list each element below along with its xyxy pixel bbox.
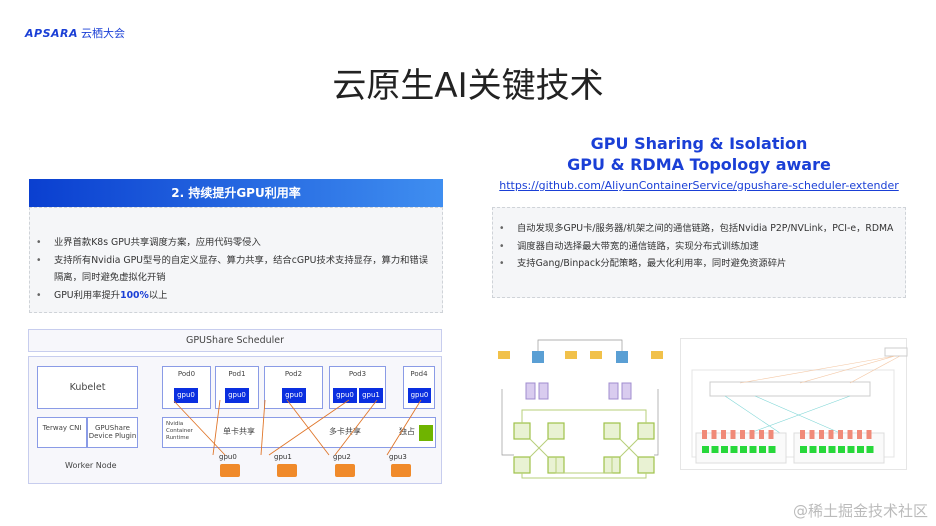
pod-label: Pod0 [177,370,196,378]
nic-mark [711,430,717,439]
gpu-card-icon [335,464,355,477]
gpu-mark [749,446,757,453]
right-title-line2: GPU & RDMA Topology aware [567,155,831,174]
kubelet-box: Kubelet [37,366,138,409]
gpu-label: gpu1 [274,453,292,461]
right-title-line1: GPU Sharing & Isolation [590,134,808,153]
gpu-card-icon [220,464,240,477]
pod-box: Pod0 gpu0 [162,366,211,409]
pod-box: Pod1 gpu0 [215,366,259,409]
pod-label: Pod4 [410,370,428,378]
pod-gpu: gpu0 [333,388,357,403]
nvlink-topology-image [498,339,663,479]
left-bullet-list: 业界首款K8s GPU共享调度方案，应用代码零侵入 支持所有Nvidia GPU… [30,234,430,304]
pod-gpu: gpu0 [174,388,198,403]
pod-gpu: gpu1 [359,388,383,403]
nic-mark [800,430,805,439]
gpu-mark [809,446,817,453]
nic-mark [809,430,815,439]
single-share-label: 单卡共享 [223,427,255,436]
pod-gpu: gpu0 [225,388,249,403]
rdma-topology-image [680,338,908,470]
gpu-mark [838,446,845,453]
multi-share-label: 多卡共享 [329,427,361,436]
gpu-mark [819,446,826,453]
gpu-mark [768,446,776,453]
nic-mark [759,430,764,439]
nic-mark [740,430,745,439]
logo-brand: APSARA [25,27,78,40]
nic-mark [857,430,862,439]
nic-mark [828,430,834,439]
nic-mark [838,430,843,439]
pod-box: Pod4 gpu0 [403,366,435,409]
gpu-card-icon [277,464,297,477]
diagram-overlay [173,399,422,477]
right-bullets-box: 自动发现多GPU卡/服务器/机架之间的通信链路，包括Nvidia P2P/NVL… [492,207,906,298]
pod-label: Pod3 [348,370,367,378]
list-item: GPU利用率提升100%以上 [30,287,430,305]
left-bullets-box: 业界首款K8s GPU共享调度方案，应用代码零侵入 支持所有Nvidia GPU… [29,207,443,313]
gpu-mark [702,446,709,453]
gpushare-scheduler: GPUShare Scheduler [28,329,442,352]
list-item: 自动发现多GPU卡/服务器/机架之间的通信链路，包括Nvidia P2P/NVL… [493,220,903,238]
pod-gpu: gpu0 [408,388,431,403]
list-item: 支持Gang/Binpack分配策略，最大化利用率，同时避免资源碎片 [493,255,903,273]
gpu-mark [847,446,855,453]
gpu-mark [711,446,719,453]
nic-mark [721,430,726,439]
nic-mark [866,430,872,439]
pod-gpu: gpu0 [282,388,306,403]
gpu-mark [857,446,864,453]
nic-mark [768,430,774,439]
page-title: 云原生AI关键技术 [332,66,604,106]
list-item: 业界首款K8s GPU共享调度方案，应用代码零侵入 [30,234,430,252]
gpu-card-icons [220,464,411,477]
pod-label: Pod1 [228,370,246,378]
assignment-arrows [173,399,422,456]
gpu-label: gpu2 [333,453,351,461]
nic-mark [749,430,755,439]
right-bullet-list: 自动发现多GPU卡/服务器/机架之间的通信链路，包括Nvidia P2P/NVL… [493,220,903,273]
bullet-text: 以上 [148,289,168,301]
nic-mark [702,430,707,439]
list-item: 支持所有Nvidia GPU型号的自定义显存、算力共享，结合cGPU技术支持显存… [30,252,430,287]
runtime-label: Nvidia Container Runtime [166,421,193,441]
gpu-mark [866,446,874,453]
gpu-mark [759,446,766,453]
device-plugin-box: GPUShare Device Plugin [87,417,138,448]
list-item: 调度器自动选择最大带宽的通信链路，实现分布式训练加速 [493,238,903,256]
worker-node-label: Worker Node [65,461,117,470]
watermark: @稀土掘金技术社区 [792,502,928,520]
logo-cn: 云栖大会 [81,27,125,40]
gpu-mark [721,446,728,453]
bullet-text: GPU利用率提升 [54,289,121,301]
gpu-card-icon [391,464,411,477]
nic-mark [730,430,736,439]
gpu-label: gpu3 [389,453,407,461]
github-link[interactable]: https://github.com/AliyunContainerServic… [499,179,899,192]
container-runtime-bar: Nvidia Container Runtime 单卡共享 多卡共享 独占 [162,417,436,448]
exclusive-label: 独占 [399,427,415,436]
gpu-label: gpu0 [219,453,237,461]
nic-mark [847,430,853,439]
gpu-mark [730,446,738,453]
pod-box: Pod2 gpu0 [264,366,323,409]
worker-node-box: Kubelet Terway CNI GPUShare Device Plugi… [28,356,442,484]
left-section-header: 2. 持续提升GPU利用率 [29,179,443,207]
terway-cni-box: Terway CNI [37,417,87,448]
nic-mark [819,430,824,439]
gpu-mark [800,446,807,453]
nvidia-icon [419,425,433,441]
gpu-mark [740,446,747,453]
highlight-value: 100% [120,289,149,301]
pod-label: Pod2 [284,370,303,378]
gpu-mark [828,446,836,453]
